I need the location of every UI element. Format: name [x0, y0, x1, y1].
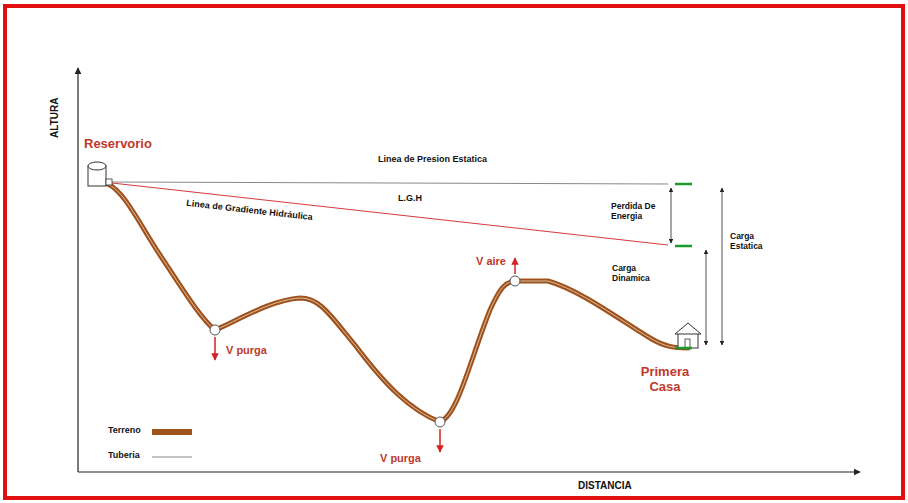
- legend-swatch: [152, 429, 192, 435]
- line-label: L.G.H: [398, 193, 422, 203]
- loss-dimension: [671, 188, 672, 243]
- place-label: Reservorio: [84, 137, 152, 152]
- legend-line-sample: [152, 457, 192, 458]
- x-axis: [78, 471, 860, 472]
- static-dimension: [722, 188, 723, 345]
- axis-title: ALTURA: [49, 98, 61, 138]
- terrain-profile: [108, 184, 688, 422]
- hgl-line: [112, 183, 668, 245]
- level-ticks: [675, 184, 692, 348]
- house-icon: [675, 323, 701, 348]
- purge-arrow: [439, 429, 441, 452]
- dimension-label: Carga Estatica: [730, 232, 780, 252]
- dynamic-dimension: [706, 250, 707, 345]
- place-label: Primera Casa: [630, 365, 700, 395]
- y-axis: [77, 68, 78, 472]
- dimension-label: Perdida De Energia: [611, 202, 663, 222]
- valve-label: V aire: [476, 255, 506, 268]
- red-frame: [5, 6, 903, 498]
- line-label: Linea de Gradiente Hidráulica: [186, 198, 313, 223]
- purge-arrow: [214, 337, 216, 360]
- static-line: [112, 182, 668, 184]
- axis-title: DISTANCIA: [578, 480, 632, 492]
- valve-symbols: [210, 276, 520, 427]
- valve-label: V purga: [226, 344, 267, 357]
- valve-label: V purga: [380, 452, 421, 465]
- dimension-label: Carga Dinamica: [612, 264, 662, 284]
- pipe-line: [108, 184, 688, 422]
- air-arrow: [514, 258, 516, 274]
- legend-text: Tuberia: [108, 450, 140, 460]
- line-label: Linea de Presion Estatica: [378, 154, 487, 164]
- reservoir-icon: [88, 162, 112, 186]
- legend-text: Terreno: [108, 425, 141, 435]
